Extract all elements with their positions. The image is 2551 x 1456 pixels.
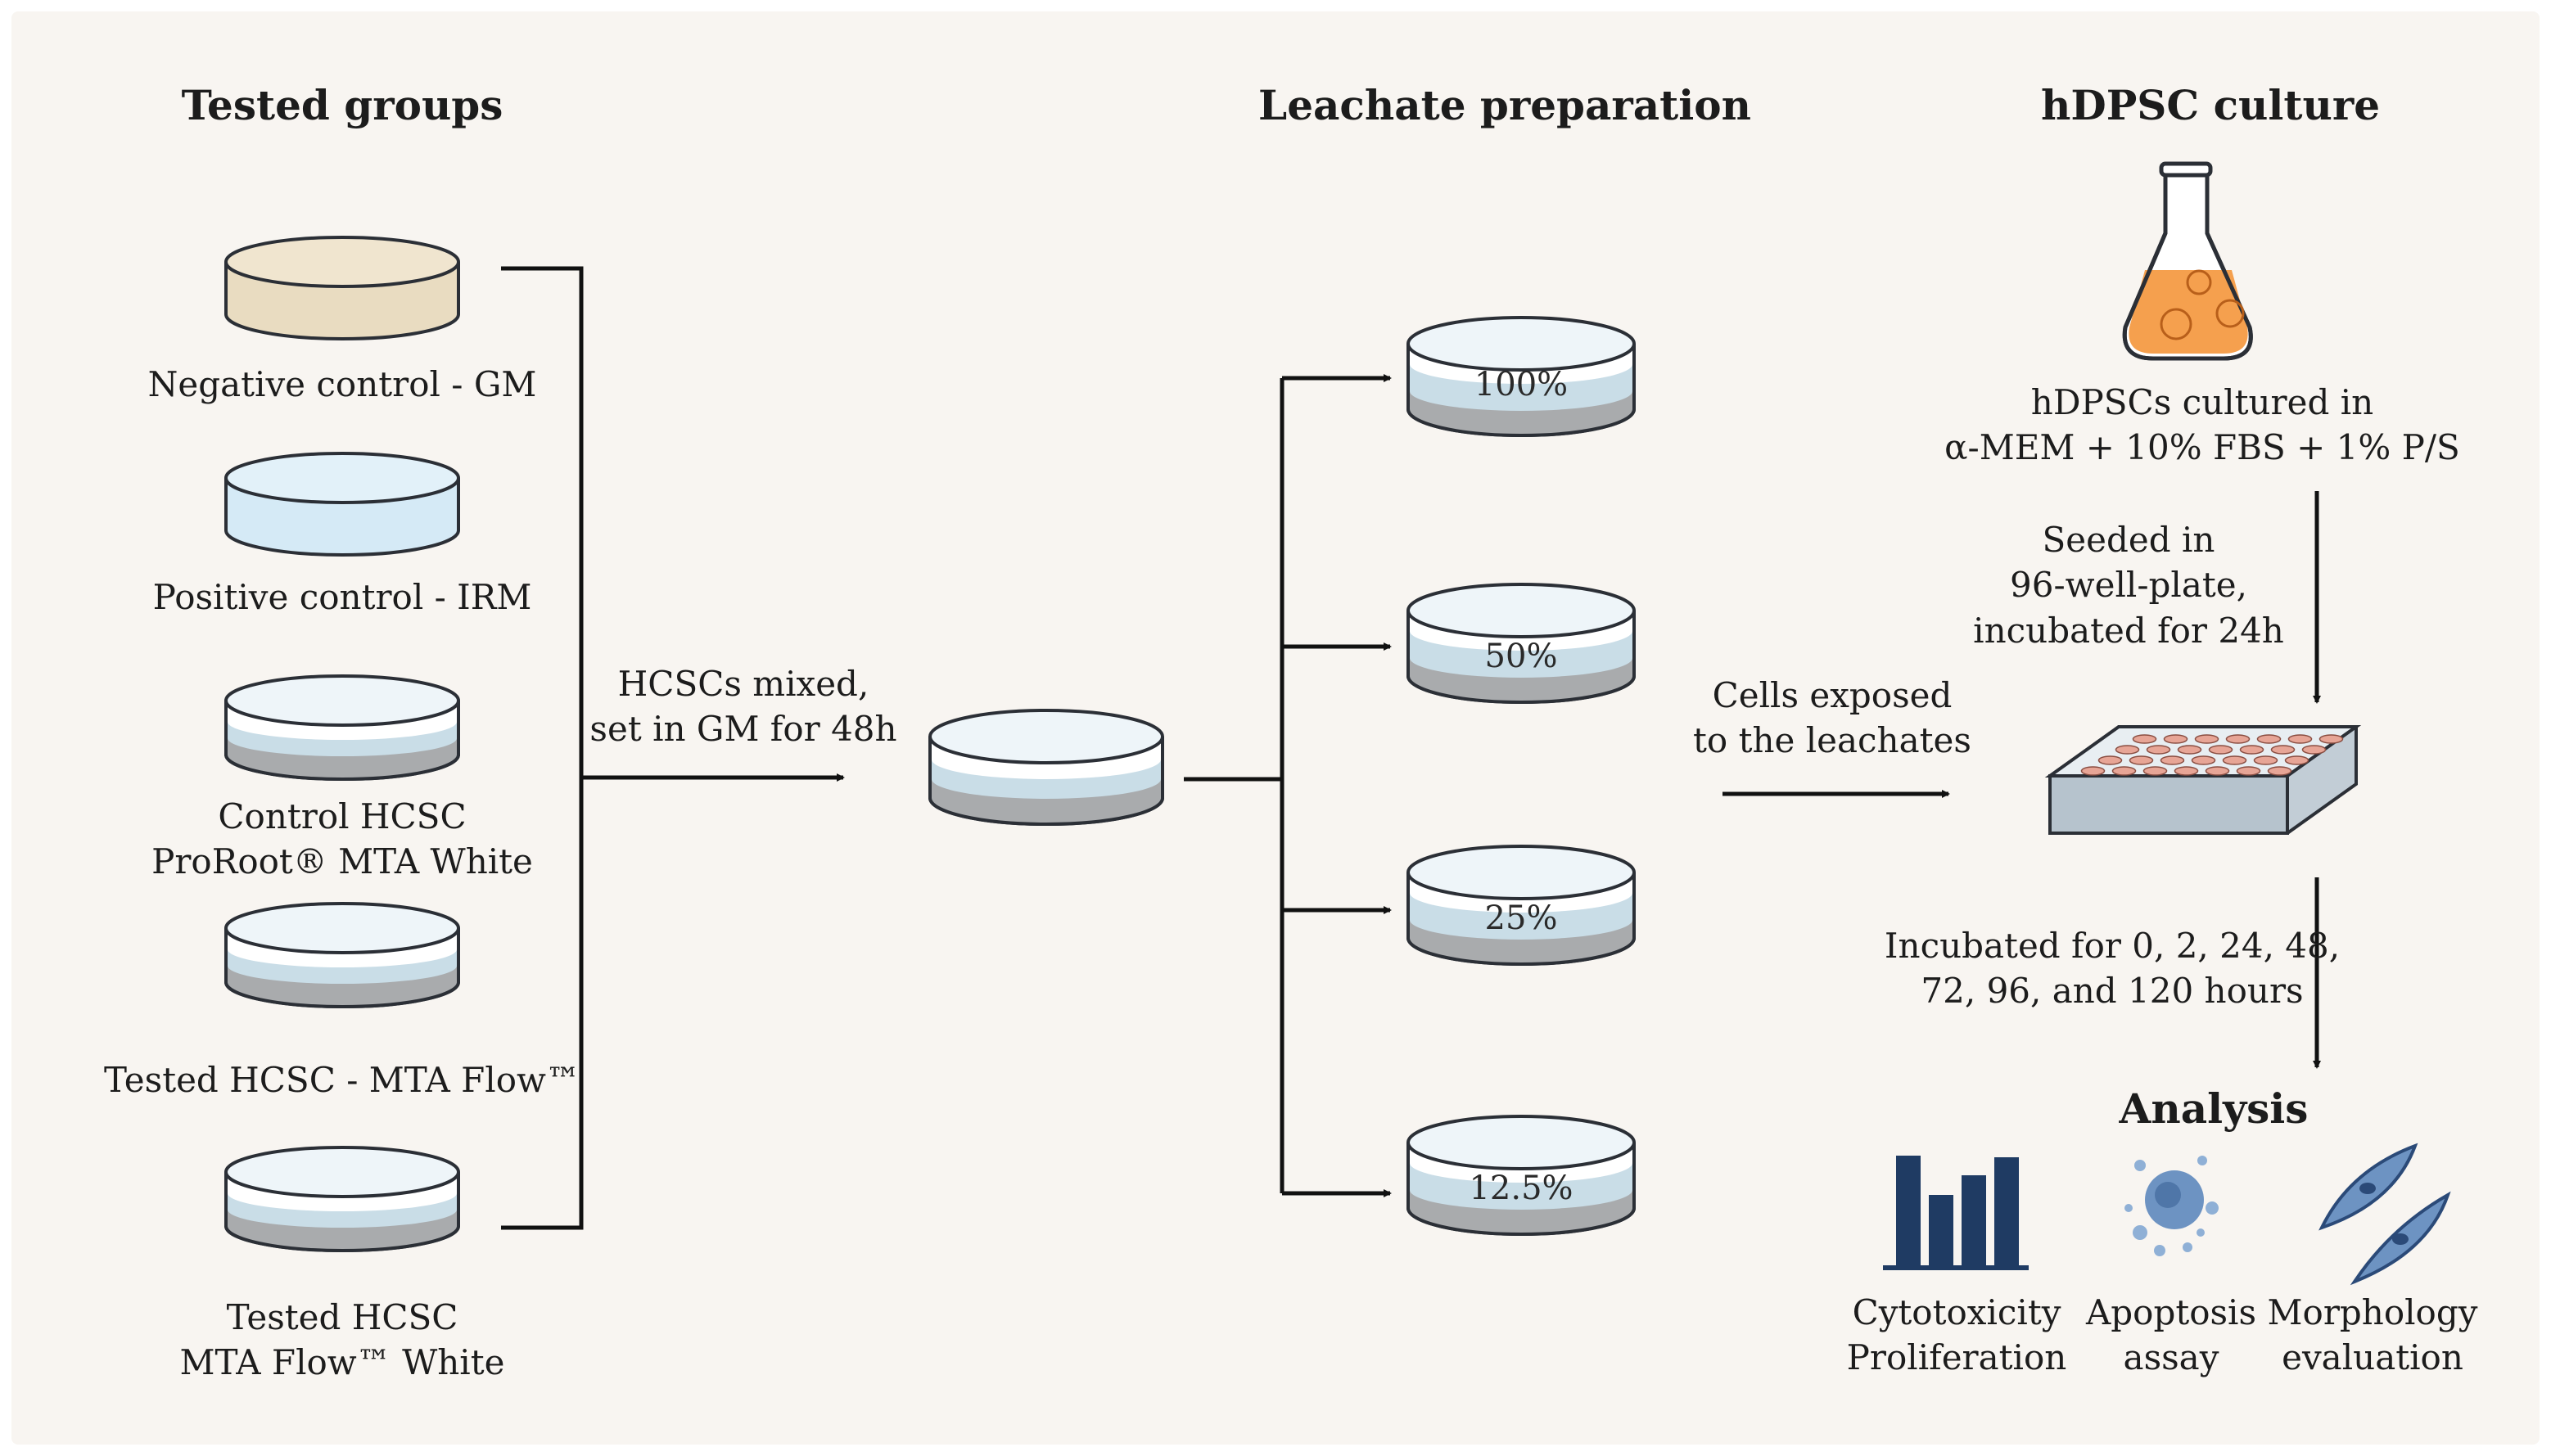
label-line: Proliferation <box>1846 1337 2067 1378</box>
label-positive-control: Positive control - IRM <box>153 575 532 620</box>
well <box>2160 755 2185 765</box>
well <box>2301 745 2327 755</box>
label-line: incubated for 24h <box>1973 610 2284 651</box>
label-line: Cytotoxicity <box>1852 1292 2061 1332</box>
well <box>2174 766 2199 776</box>
label-line: Tested HCSC <box>226 1297 458 1337</box>
well <box>2146 745 2171 755</box>
label-line: Morphology <box>2267 1292 2478 1332</box>
flask-icon <box>2122 161 2253 361</box>
well <box>2129 755 2154 765</box>
well <box>2142 766 2168 776</box>
well <box>2239 745 2264 755</box>
label-tested-hcsc-flow-white: Tested HCSC MTA Flow™ White <box>180 1295 505 1386</box>
label-line: Incubated for 0, 2, 24, 48, <box>1884 926 2341 966</box>
label-line: set in GM for 48h <box>589 709 897 750</box>
label-line: Tested HCSC - MTA Flow™ <box>104 1060 580 1100</box>
well <box>2208 745 2233 755</box>
well <box>2284 755 2309 765</box>
dilution-label-25: 25% <box>1484 899 1558 937</box>
well <box>2163 734 2188 744</box>
dish-control-hcsc <box>224 674 460 781</box>
well <box>2111 766 2137 776</box>
label-line: HCSCs mixed, <box>617 664 869 704</box>
label-line: Control HCSC <box>218 796 467 836</box>
spindle-cells-icon <box>2318 1143 2451 1286</box>
bar-chart-icon <box>1883 1156 2029 1270</box>
label-line: 96-well-plate, <box>2010 565 2247 606</box>
header-tested-groups: Tested groups <box>181 81 503 129</box>
well <box>2097 755 2123 765</box>
dish-dilution-12-5 <box>1406 1115 1636 1236</box>
dish-negative-control <box>224 236 460 340</box>
groups-bracket <box>501 266 584 1230</box>
dilution-label-50: 50% <box>1484 638 1558 675</box>
well <box>2236 766 2261 776</box>
label-line: MTA Flow™ White <box>179 1342 505 1383</box>
analysis-label-morphology: Morphology evaluation <box>2268 1290 2478 1381</box>
label-line: hDPSCs cultured in <box>2030 382 2374 422</box>
well <box>2177 745 2202 755</box>
label-line: 72, 96, and 120 hours <box>1921 971 2304 1012</box>
well <box>2222 755 2247 765</box>
dish-positive-control <box>224 452 460 557</box>
label-line: Apoptosis <box>2085 1292 2257 1332</box>
label-line: to the leachates <box>1693 720 1971 761</box>
well <box>2132 734 2157 744</box>
dish-mixed-leachate <box>928 709 1164 826</box>
label-line: Positive control - IRM <box>152 577 532 617</box>
well <box>2191 755 2216 765</box>
well <box>2115 745 2140 755</box>
label-line: α-MEM + 10% FBS + 1% P/S <box>1944 427 2460 468</box>
header-leachate-preparation: Leachate preparation <box>1258 81 1751 129</box>
dish-dilution-100 <box>1406 316 1636 437</box>
analysis-label-cytotoxicity: Cytotoxicity Proliferation <box>1847 1290 2067 1381</box>
dilution-label-100: 100% <box>1474 366 1569 403</box>
dilution-label-12-5: 12.5% <box>1469 1170 1573 1207</box>
label-line: Cells exposed <box>1712 675 1953 715</box>
well-plate-icon <box>2044 725 2362 835</box>
label-line: evaluation <box>2282 1337 2463 1378</box>
well <box>2256 734 2282 744</box>
label-control-hcsc: Control HCSC ProRoot® MTA White <box>151 794 533 885</box>
well <box>2194 734 2219 744</box>
header-analysis: Analysis <box>2119 1084 2309 1133</box>
dilution-splitter <box>1184 378 1285 1193</box>
well <box>2270 745 2296 755</box>
dish-dilution-50 <box>1406 583 1636 704</box>
label-line: Negative control - GM <box>147 364 537 404</box>
dish-tested-hcsc-flow <box>224 902 460 1008</box>
well <box>2318 734 2344 744</box>
well <box>2080 766 2106 776</box>
well <box>2267 766 2292 776</box>
well <box>2253 755 2278 765</box>
apoptotic-cell-icon <box>2124 1156 2219 1256</box>
step-exposed-label: Cells exposed to the leachates <box>1693 673 1971 764</box>
label-negative-control: Negative control - GM <box>148 362 537 407</box>
well <box>2287 734 2313 744</box>
analysis-label-apoptosis: Apoptosis assay <box>2086 1290 2256 1381</box>
step-cultured-label: hDPSCs cultured in α-MEM + 10% FBS + 1% … <box>1944 380 2460 471</box>
well <box>2205 766 2230 776</box>
step-seeded-label: Seeded in 96-well-plate, incubated for 2… <box>1973 517 2284 653</box>
label-line: assay <box>2123 1337 2219 1378</box>
step-incubated-label: Incubated for 0, 2, 24, 48, 72, 96, and … <box>1885 923 2340 1014</box>
label-line: Seeded in <box>2042 520 2215 560</box>
step-mix-label: HCSCs mixed, set in GM for 48h <box>589 661 896 752</box>
dish-tested-hcsc-flow-white <box>224 1146 460 1252</box>
label-tested-hcsc-flow: Tested HCSC - MTA Flow™ <box>104 1057 580 1102</box>
header-hdpsc-culture: hDPSC culture <box>2040 81 2381 129</box>
dish-dilution-25 <box>1406 845 1636 966</box>
label-line: ProRoot® MTA White <box>151 841 533 882</box>
well <box>2225 734 2251 744</box>
